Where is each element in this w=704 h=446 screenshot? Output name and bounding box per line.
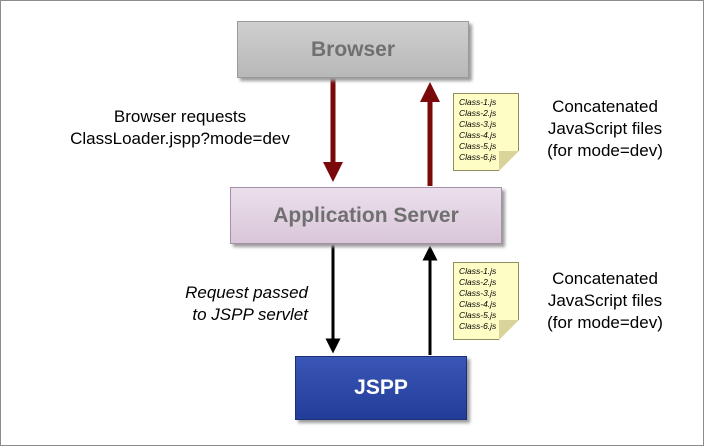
file-item: Class-1.js [459,97,497,107]
browser-requests-line2: ClassLoader.jspp?mode=dev [70,129,290,148]
concatenated-top-line3: (for mode=dev) [547,141,663,160]
file-item: Class-2.js [459,277,497,287]
page-fold-icon [499,151,519,171]
request-passed-line2: to JSPP servlet [192,305,308,324]
file-item: Class-5.js [459,310,497,320]
browser-box: Browser [237,21,469,78]
file-item: Class-6.js [459,321,497,331]
file-document-bottom: Class-1.js Class-2.js Class-3.js Class-4… [453,262,519,340]
concatenated-bottom-label: Concatenated JavaScript files (for mode=… [525,268,685,334]
concatenated-top-label: Concatenated JavaScript files (for mode=… [525,96,685,162]
file-item: Class-5.js [459,141,497,151]
file-item: Class-1.js [459,266,497,276]
page-fold-icon [499,320,519,340]
concatenated-bottom-line3: (for mode=dev) [547,313,663,332]
file-item: Class-4.js [459,130,497,140]
application-server-box: Application Server [230,187,502,244]
concatenated-bottom-line2: JavaScript files [547,291,663,310]
file-document-top: Class-1.js Class-2.js Class-3.js Class-4… [453,93,519,171]
jspp-box-label: JSPP [354,376,408,399]
file-item: Class-3.js [459,119,497,129]
concatenated-bottom-line1: Concatenated [552,269,658,288]
concatenated-top-line2: JavaScript files [547,119,663,138]
request-passed-label: Request passed to JSPP servlet [110,282,308,326]
request-passed-line1: Request passed [185,283,308,302]
browser-requests-label: Browser requests ClassLoader.jspp?mode=d… [40,106,320,150]
file-item: Class-4.js [459,299,497,309]
file-item: Class-6.js [459,152,497,162]
jspp-box: JSPP [295,356,467,420]
browser-box-label: Browser [310,37,396,61]
file-item: Class-3.js [459,288,497,298]
concatenated-top-line1: Concatenated [552,97,658,116]
browser-requests-line1: Browser requests [113,107,247,126]
application-server-box-label: Application Server [273,203,459,227]
file-item: Class-2.js [459,108,497,118]
